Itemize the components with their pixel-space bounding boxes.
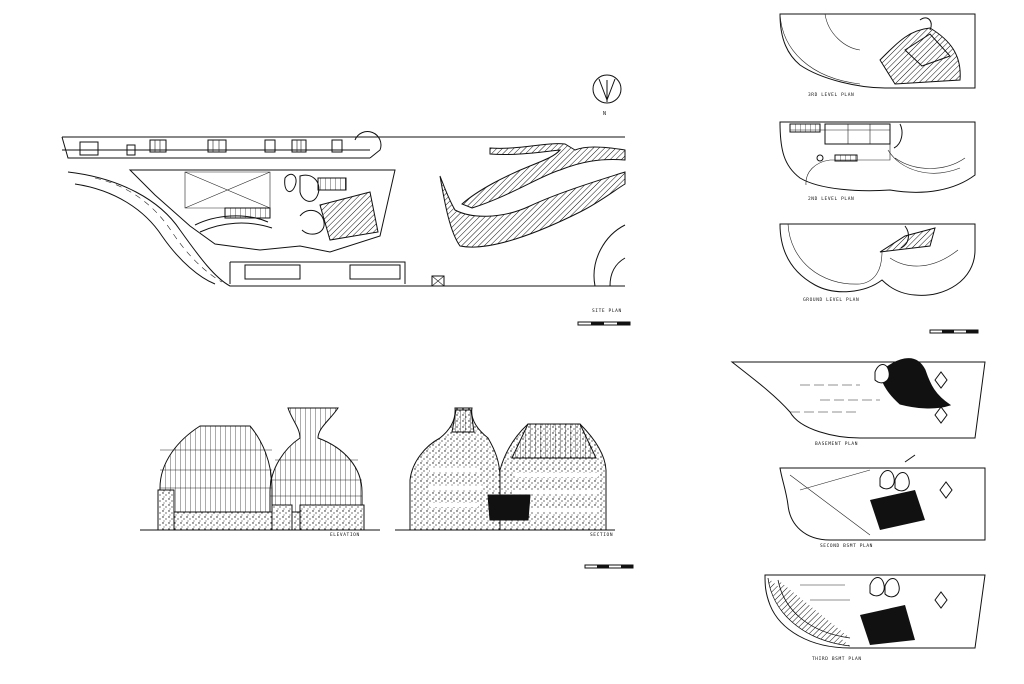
section-drawing — [395, 407, 634, 569]
floor-plan-5-caption: SECOND BSMT PLAN — [820, 544, 873, 549]
floor-plan-1 — [779, 13, 976, 89]
floor-plan-5 — [779, 454, 986, 541]
scale-bar-elevation — [584, 564, 634, 569]
scale-bar-plans — [929, 329, 979, 334]
floor-plan-1-caption: 3RD LEVEL PLAN — [808, 93, 855, 98]
floor-plan-6 — [764, 574, 986, 649]
floor-plan-6-caption: THIRD BSMT PLAN — [812, 657, 862, 662]
floor-plan-2-caption: 2ND LEVEL PLAN — [808, 197, 855, 202]
north-label: N — [603, 111, 607, 117]
floor-plan-4 — [730, 358, 986, 439]
elevation-caption: ELEVATION — [330, 533, 360, 538]
section-caption: SECTION — [590, 533, 614, 538]
floor-plan-3-caption: GROUND LEVEL PLAN — [803, 298, 860, 303]
scale-bar-site — [577, 321, 631, 326]
floor-plan-4-caption: BASEMENT PLAN — [815, 442, 859, 447]
elevation-drawing — [140, 407, 380, 531]
floor-plan-3 — [779, 223, 979, 334]
north-arrow-icon — [592, 74, 622, 104]
site-plan-caption: SITE PLAN — [592, 309, 622, 314]
floor-plan-2 — [779, 121, 976, 193]
site-plan — [61, 74, 631, 326]
